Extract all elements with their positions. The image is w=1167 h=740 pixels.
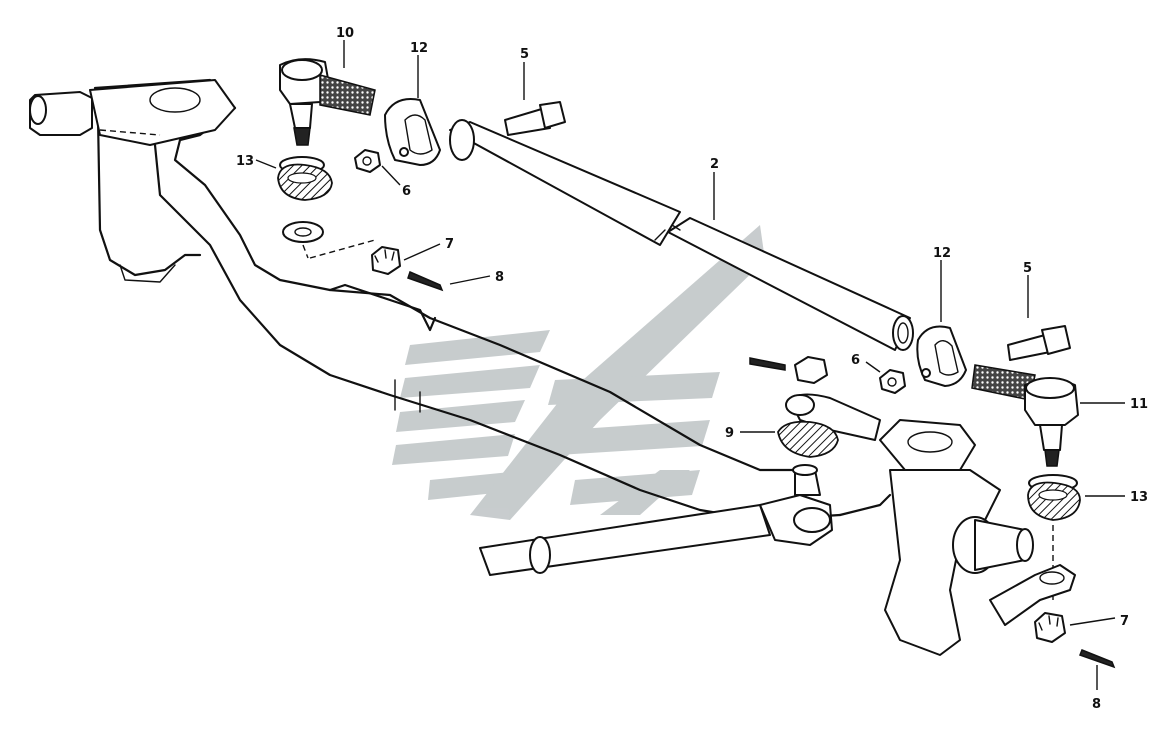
right-steering-knuckle (879, 419, 1076, 656)
clamp-upper (384, 98, 441, 166)
callout-labels: 10 12 5 13 6 2 7 8 12 5 6 11 9 13 7 8 (236, 26, 1148, 712)
watermark-logo (392, 225, 765, 520)
callout-10: 10 (336, 26, 354, 41)
tie-rod-tube (449, 119, 914, 351)
bolt-upper (504, 101, 566, 136)
callout-12-upper: 12 (410, 41, 428, 56)
castle-nut-lower (1034, 612, 1066, 643)
dust-boot-left (277, 156, 333, 201)
nut-lower (879, 369, 906, 394)
callout-5-lower: 5 (1023, 261, 1032, 276)
clamp-lower (916, 325, 967, 387)
tie-rod-end-right (971, 364, 1079, 467)
callout-7-upper: 7 (445, 237, 454, 252)
callout-9: 9 (725, 426, 734, 441)
callout-8-lower: 8 (1092, 697, 1101, 712)
callout-11: 11 (1130, 397, 1148, 412)
drag-link (479, 464, 833, 576)
callout-5-upper: 5 (520, 47, 529, 62)
seat-ring-left (282, 221, 376, 259)
left-spindle (29, 79, 236, 146)
callout-12-lower: 12 (933, 246, 951, 261)
callout-6-lower: 6 (851, 353, 860, 368)
cotter-pin-upper (407, 270, 444, 292)
callout-2: 2 (710, 157, 719, 172)
callout-13-upper: 13 (236, 154, 254, 169)
bolt-lower (1007, 325, 1071, 361)
nut-upper (354, 149, 381, 173)
callout-6-upper: 6 (402, 184, 411, 199)
cotter-pin-lower (1079, 649, 1116, 669)
callout-8-upper: 8 (495, 270, 504, 285)
callout-7-lower: 7 (1120, 614, 1129, 629)
leader-lines (255, 40, 1125, 690)
callout-13-lower: 13 (1130, 490, 1148, 505)
dust-boot-right (1027, 474, 1081, 600)
tie-rod-end-left (279, 58, 376, 146)
castle-nut-upper (371, 246, 401, 275)
ball-joint-lower (749, 356, 881, 458)
